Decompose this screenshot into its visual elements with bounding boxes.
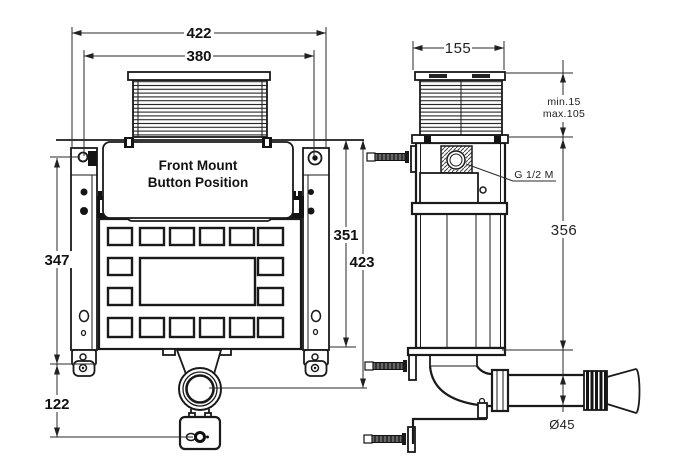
wall-anchor-middle xyxy=(364,359,408,373)
dim-adjust-min: min.15 xyxy=(547,96,580,108)
tank-bottom-flange xyxy=(406,346,507,357)
dim-outlet-height: 423 xyxy=(349,254,374,271)
dim-inlet-thread: G 1/2 M xyxy=(514,169,553,181)
dim-outlet-diameter: Ø45 xyxy=(549,417,574,432)
left-foot xyxy=(71,349,97,377)
pipe-clamp xyxy=(477,402,488,419)
dim-overall-width: 422 xyxy=(186,25,211,42)
dim-adjust-max: max.105 xyxy=(543,108,585,120)
floor-bracket xyxy=(411,417,487,444)
wall-anchor-bottom xyxy=(363,432,407,446)
mounting-frame xyxy=(97,217,303,356)
dim-body-height: 356 xyxy=(551,222,578,239)
front-mount-panel: Front Mount Button Position xyxy=(102,141,294,219)
dim-depth: 155 xyxy=(445,40,472,57)
dim-left-height: 347 xyxy=(44,252,69,269)
panel-label-line1: Front Mount xyxy=(159,158,238,173)
dim-frame-height: 351 xyxy=(333,227,358,244)
side-dimensions: 155 min.15 max.105 356 Ø45 G 1/2 M xyxy=(412,40,587,432)
pipe-cone-connector xyxy=(606,368,641,414)
side-view xyxy=(363,71,641,453)
panel-label-line2: Button Position xyxy=(148,175,248,190)
front-view: Front Mount Button Position xyxy=(56,71,364,451)
dim-mount-width: 380 xyxy=(186,48,211,65)
front-turret xyxy=(124,71,272,148)
wall-anchor-top xyxy=(366,150,410,164)
right-foot xyxy=(303,349,329,377)
front-outlet xyxy=(175,349,223,451)
side-turret xyxy=(414,71,506,136)
outlet-pipe xyxy=(490,368,641,414)
water-inlet-fitting xyxy=(440,145,473,174)
dim-bottom-offset: 122 xyxy=(44,396,69,413)
internal-mechanism xyxy=(410,172,509,347)
front-dimensions: 422 380 347 122 351 423 xyxy=(41,25,377,438)
rail-fasteners xyxy=(77,150,323,337)
